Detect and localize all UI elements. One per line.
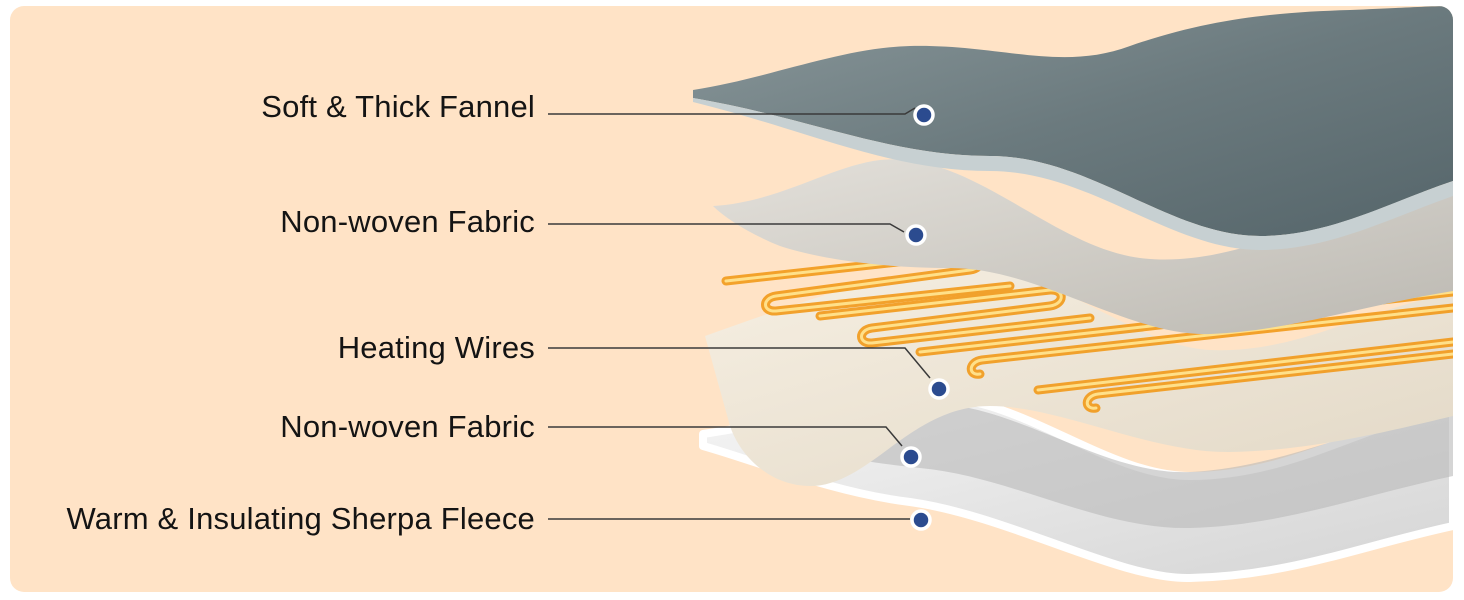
label-non-woven-fabric-upper: Non-woven Fabric: [280, 204, 535, 239]
flannel-layer: [693, 6, 1453, 250]
label-soft-thick-flannel: Soft & Thick Fannel: [261, 89, 535, 124]
diagram-panel: [10, 6, 1453, 592]
label-heating-wires: Heating Wires: [337, 330, 535, 365]
label-sherpa-fleece: Warm & Insulating Sherpa Fleece: [66, 501, 535, 536]
upper-fabric-layer: [713, 159, 1453, 335]
marker-dots: [900, 104, 950, 531]
label-non-woven-fabric-lower: Non-woven Fabric: [280, 409, 535, 444]
layer-illustration: [548, 6, 1453, 583]
leader-lines: [548, 107, 931, 520]
